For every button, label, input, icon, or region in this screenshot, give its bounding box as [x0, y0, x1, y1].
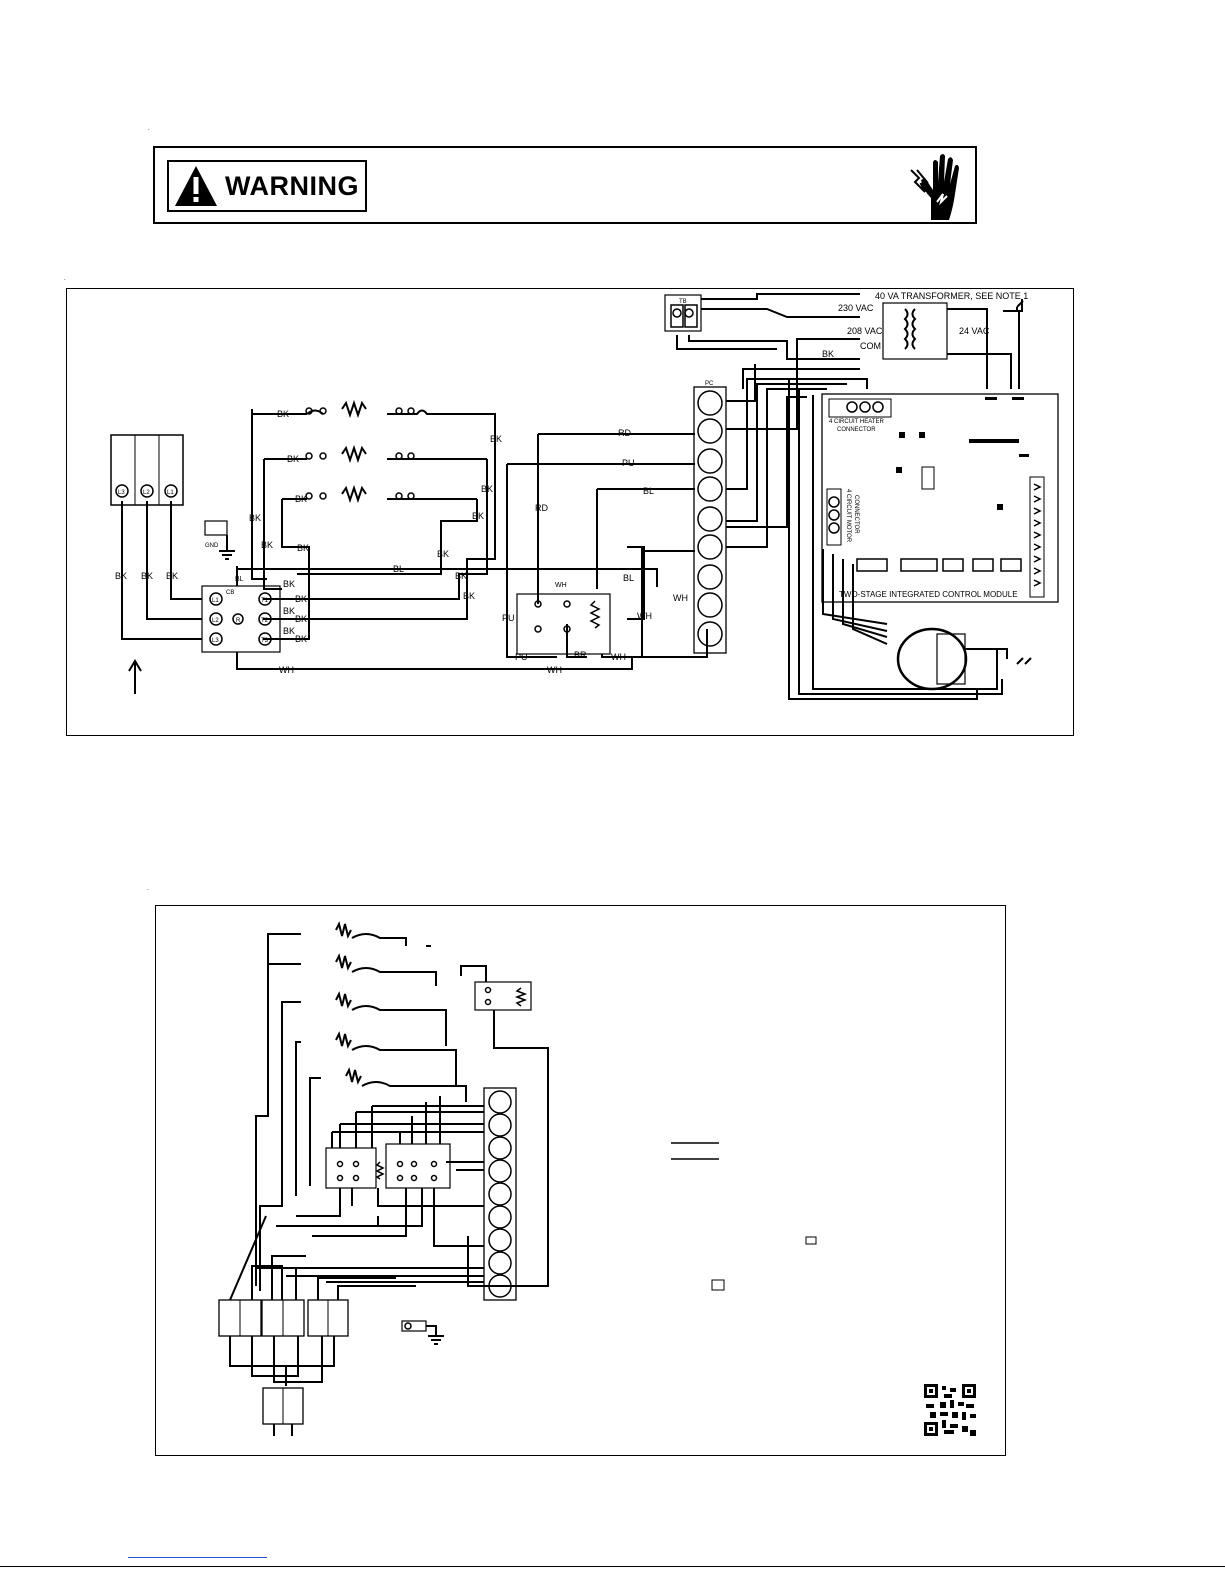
wire-label-bk: BK: [249, 513, 261, 523]
cb-terminal-t1: T1: [261, 598, 269, 604]
page-mark: .: [148, 126, 150, 132]
wire-label-bk: BK: [166, 571, 178, 581]
wire-label-bl: BL: [235, 576, 244, 583]
wire-label-rd: RD: [618, 428, 631, 438]
wire-label-bl: BL: [643, 486, 654, 496]
heater-connector-label-1: 4 CIRCUIT HEATER: [829, 419, 884, 425]
wire-label-bk: BK: [115, 571, 127, 581]
warning-banner: WARNING: [153, 146, 977, 224]
wire-label-bl: BL: [623, 573, 634, 583]
page-mark: .: [64, 276, 66, 282]
gnd-label: GND: [205, 543, 219, 549]
wiring-diagram-panel-1: 40 VA TRANSFORMER, SEE NOTE 1 230 VAC 20…: [66, 288, 1074, 736]
wire-label-bk: BK: [261, 540, 273, 550]
motor-connector-label-1: 4 CIRCUIT MOTOR: [845, 489, 851, 543]
pc-label: PC: [705, 381, 714, 387]
control-module-label: TWO-STAGE INTEGRATED CONTROL MODULE: [839, 590, 1018, 599]
transformer-secondary: 24 VAC: [959, 326, 990, 336]
footer-link-underline[interactable]: [128, 1557, 267, 1558]
wire-label-bk: BK: [141, 571, 153, 581]
electric-shock-hand-icon: [910, 154, 959, 220]
cb-terminal-l1: L1: [212, 598, 219, 604]
wire-label-bk: BK: [481, 484, 493, 494]
wire-label-bk: BK: [287, 454, 299, 464]
cb-terminal-t2: T2: [261, 618, 269, 624]
wire-label-bk: BK: [295, 494, 307, 504]
wire-label-bk: BK: [455, 571, 467, 581]
transformer-title: 40 VA TRANSFORMER, SEE NOTE 1: [875, 291, 1028, 301]
wire-label-wh: WH: [555, 582, 567, 589]
wire-label-bk: BK: [277, 409, 289, 419]
wire-label-bk: BK: [295, 594, 307, 604]
wire-label-pu: PU: [622, 458, 635, 468]
wire-label-bk: BK: [295, 634, 307, 644]
transformer-tap-com: COM: [860, 341, 881, 351]
wiring-diagram-1: 40 VA TRANSFORMER, SEE NOTE 1 230 VAC 20…: [110, 291, 1059, 700]
wire-label-bk: BK: [822, 349, 834, 359]
tb-label: TB: [679, 299, 687, 305]
transformer-tap-230: 230 VAC: [838, 303, 874, 313]
wire-label-bk: BK: [463, 591, 475, 601]
wiring-diagram-2: [218, 921, 976, 1436]
wire-label-bk: BK: [283, 626, 295, 636]
wire-label-bk: BK: [437, 549, 449, 559]
warning-badge: WARNING: [167, 160, 367, 212]
page-mark: .: [147, 886, 149, 892]
cb-terminal-t3: T3: [261, 638, 269, 644]
wiring-diagram-panel-2: [155, 905, 1006, 1456]
wire-label-pu: PU: [515, 652, 528, 662]
line-terminal-l3: L3: [118, 490, 125, 496]
qr-code-icon: [924, 1384, 976, 1436]
wire-label-wh: WH: [637, 611, 652, 621]
wire-label-bk: BK: [297, 543, 309, 553]
line-terminal-l2: L2: [143, 490, 150, 496]
wire-label-bk: BK: [490, 434, 502, 444]
wire-label-br: BR: [574, 650, 587, 660]
cb-center-label: R: [236, 618, 241, 624]
warning-label: WARNING: [225, 170, 359, 201]
cb-label: CB: [226, 590, 234, 596]
cb-terminal-l2: L2: [212, 618, 219, 624]
wire-label-bk: BK: [472, 511, 484, 521]
warning-triangle-icon: [175, 166, 217, 206]
wire-label-bk: BK: [283, 606, 295, 616]
wire-label-wh: WH: [673, 593, 688, 603]
wire-label-pu: PU: [502, 613, 515, 623]
cb-terminal-l3: L3: [212, 638, 219, 644]
wire-label-wh: WH: [279, 665, 294, 675]
page-bottom-rule: [0, 1566, 1225, 1567]
motor-connector-label-2: CONNECTOR: [853, 495, 859, 534]
wire-label-bk: BK: [283, 579, 295, 589]
heater-connector-label-2: CONNECTOR: [837, 427, 876, 433]
transformer-tap-208: 208 VAC: [847, 326, 883, 336]
wire-label-bl: BL: [393, 564, 404, 574]
wire-label-wh: WH: [547, 665, 562, 675]
wire-label-wh: WH: [611, 652, 626, 662]
line-terminal-l1: L1: [167, 490, 174, 496]
wire-label-rd: RD: [535, 503, 548, 513]
wire-label-bk: BK: [295, 614, 307, 624]
